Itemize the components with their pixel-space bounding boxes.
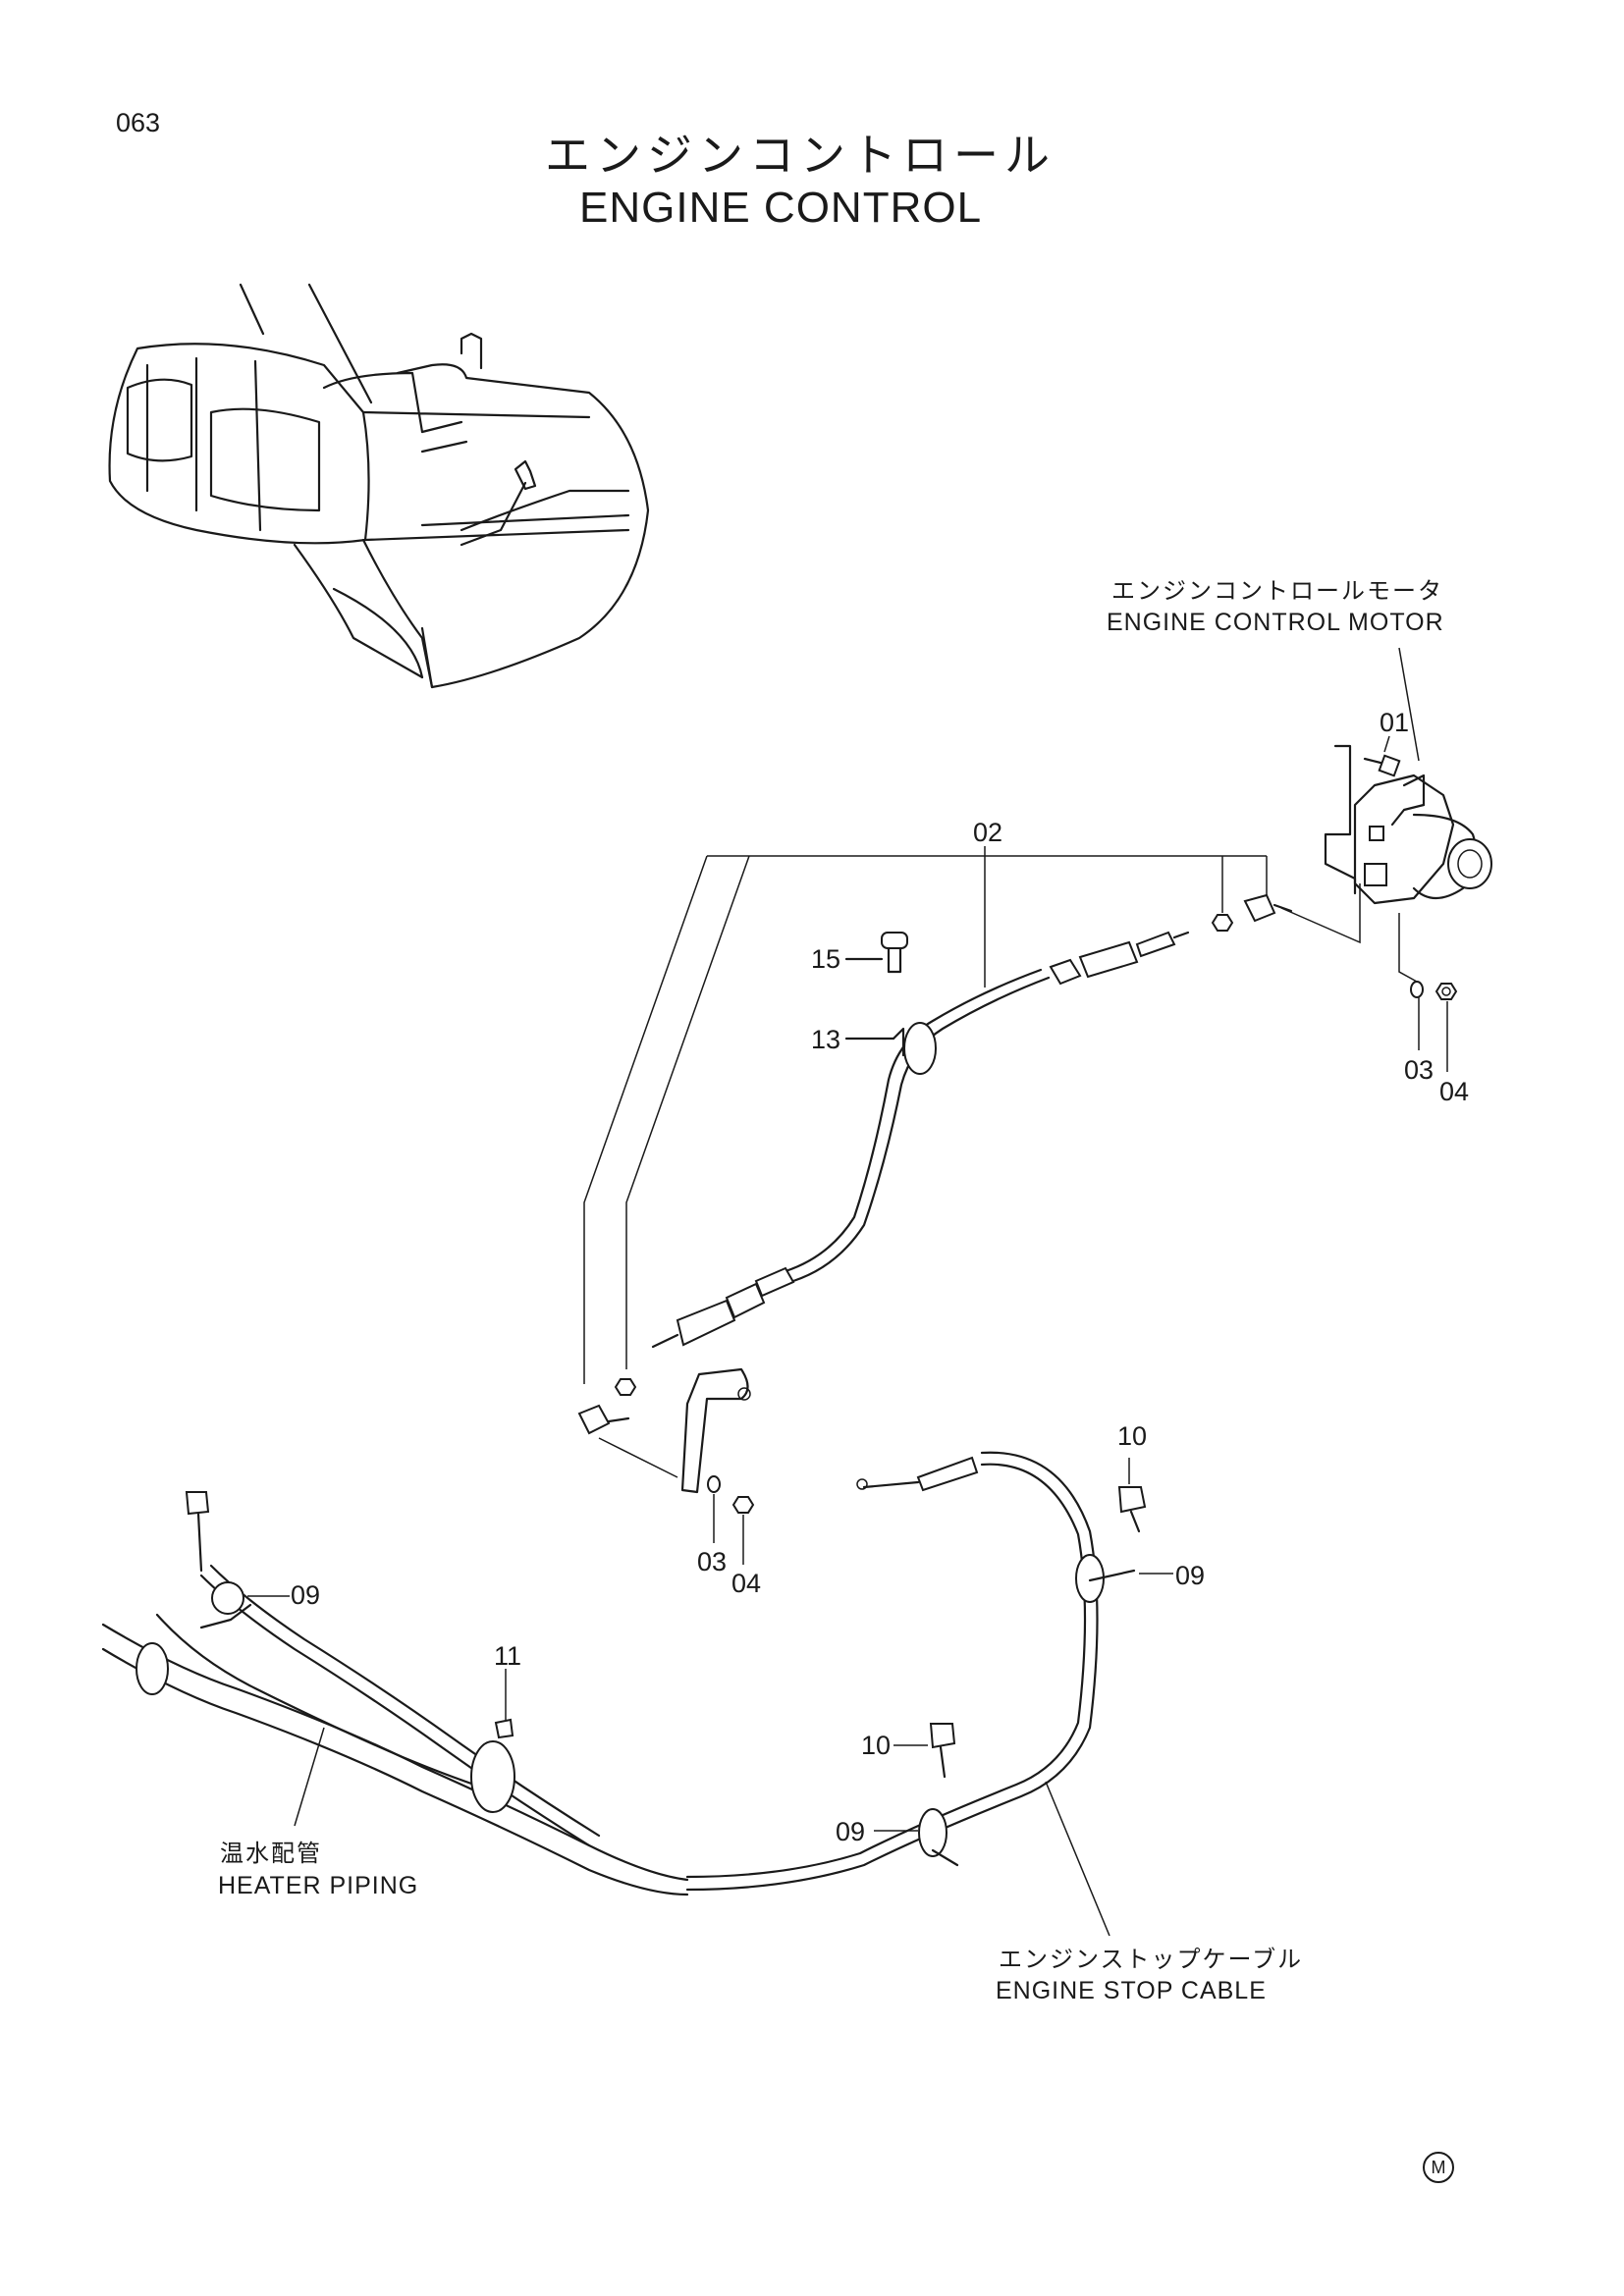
part-number-04-lever: 04	[731, 1569, 762, 1598]
part-number-03-lever: 03	[697, 1547, 728, 1576]
stop-cable-caption-japanese: エンジンストップケーブル	[999, 1946, 1304, 1973]
page-number: 063	[116, 108, 161, 137]
motor-caption-english: ENGINE CONTROL MOTOR	[1107, 609, 1444, 636]
part-number-09-left: 09	[291, 1580, 321, 1610]
part-number-02: 02	[973, 818, 1003, 847]
engine-control-motor	[1324, 744, 1492, 1000]
part-number-15: 15	[811, 944, 841, 974]
engine-stop-cable	[685, 1451, 1173, 1937]
part-number-03-motor: 03	[1404, 1055, 1435, 1085]
motor-leader-lines	[1280, 647, 1448, 1072]
stop-cable-caption-english: ENGINE STOP CABLE	[996, 1977, 1267, 2004]
part-number-04-motor: 04	[1439, 1077, 1470, 1106]
part-number-11: 11	[494, 1641, 522, 1671]
excavator-overview-sketch	[108, 283, 650, 689]
part-number-10-upper: 10	[1117, 1421, 1148, 1451]
part-02-leader-bracket	[583, 846, 1268, 1384]
throttle-cable	[651, 893, 1293, 1349]
heater-caption-japanese: 温水配管	[220, 1840, 322, 1867]
part-number-01: 01	[1380, 708, 1410, 737]
heater-caption-english: HEATER PIPING	[218, 1872, 419, 1899]
part-number-09-right: 09	[1175, 1561, 1206, 1590]
page-title-english: ENGINE CONTROL	[579, 184, 983, 232]
part-number-10-lower: 10	[861, 1731, 892, 1760]
lever-bracket	[577, 1367, 755, 1565]
page-title-japanese: エンジンコントロール	[545, 129, 1056, 182]
motor-caption-japanese: エンジンコントロールモータ	[1111, 577, 1443, 605]
part-number-09-lower: 09	[836, 1817, 866, 1846]
part-number-13: 13	[811, 1025, 841, 1054]
clamp-13-bolt-15	[844, 932, 937, 1075]
heater-piping	[101, 1491, 689, 1896]
corner-mark-circled-m: M	[1423, 2152, 1454, 2183]
